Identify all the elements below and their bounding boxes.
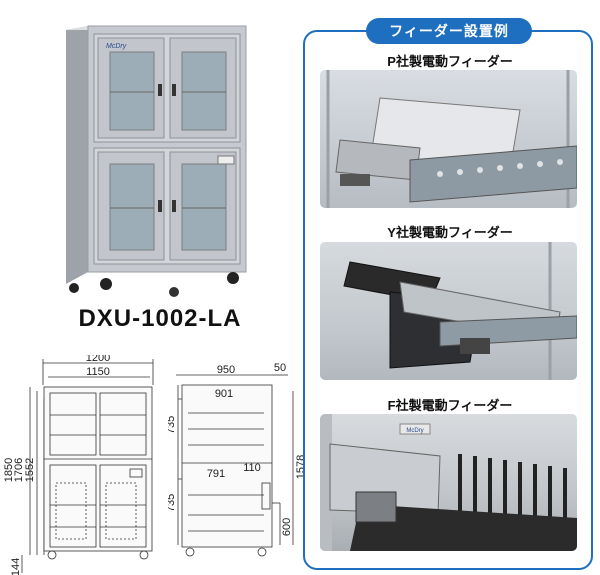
dim-inner-depth: 901 <box>215 388 233 400</box>
dim-offset: 110 <box>243 462 261 474</box>
photo-logo: McDry <box>406 428 423 434</box>
cabinet-photo: McDry <box>66 25 247 297</box>
caption-p-feeder: P社製電動フィーダー <box>387 54 513 69</box>
dim-height-3: 1552 <box>24 458 36 482</box>
dim-width-inner: 1150 <box>86 366 110 378</box>
dim-height-2: 1706 <box>13 458 25 482</box>
dim-shelf-depth: 791 <box>207 468 225 480</box>
dim-lower-height: 735 <box>168 494 177 512</box>
dim-foot: 144 <box>10 558 22 575</box>
dim-upper-height: 735 <box>168 416 177 434</box>
cabinet-logo: McDry <box>106 43 127 50</box>
dim-lower-part: 600 <box>281 518 293 536</box>
photo-f-feeder: McDry <box>320 414 577 551</box>
panel-title: フィーダー設置例 <box>366 18 532 44</box>
photo-y-feeder <box>320 242 577 380</box>
front-dimension-drawing: 1200 1150 1850 1706 1552 144 <box>3 355 154 575</box>
dim-width-outer: 1200 <box>86 355 110 364</box>
model-name: DXU-1002-LA <box>78 305 242 332</box>
dim-depth: 950 <box>217 364 235 376</box>
caption-y-feeder: Y社製電動フィーダー <box>387 225 513 240</box>
caption-f-feeder: F社製電動フィーダー <box>387 398 513 413</box>
photo-p-feeder <box>320 70 577 208</box>
dim-height-1: 1850 <box>3 458 15 482</box>
dim-top-offset: 50 <box>274 362 286 374</box>
side-dimension-drawing: 950 50 901 791 110 735 735 1578 600 <box>168 362 307 557</box>
